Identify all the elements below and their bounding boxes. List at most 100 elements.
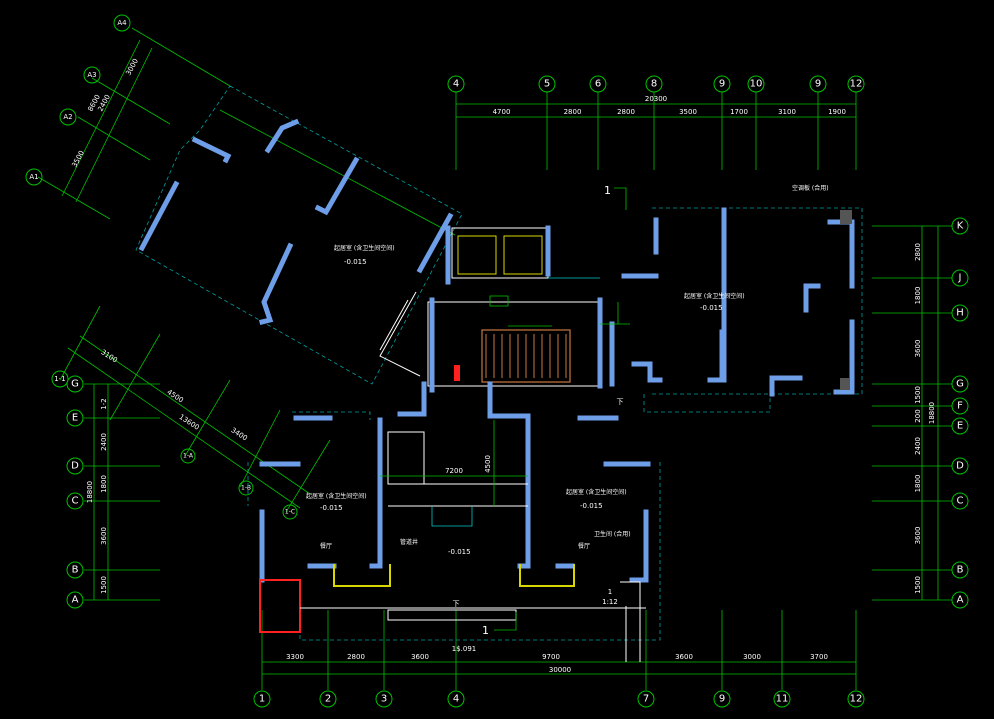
top-axis-2-circle [589,75,607,93]
diag-axis-2-label: A2 [63,113,72,121]
room-label-5: 餐厅 [320,542,332,550]
bottom-axis-5-label: 9 [719,694,725,705]
bottom-extra-label: 1$.091 [452,645,477,653]
right-dim-7: 3600 [914,527,922,545]
right-axis-0-circle [951,217,969,235]
bottom-axis-7-label: 12 [850,694,863,705]
rotated-wing [135,85,463,385]
right-dim-2: 3600 [914,340,922,358]
bottom-dim-0: 3300 [286,653,304,661]
down-label: 下 [453,600,460,608]
right-axis-0-label: K [957,221,964,232]
right-axis-3-label: G [956,379,964,390]
right-axis-2-label: H [956,308,964,319]
lower-diag-axis-1-circle [238,480,254,496]
axis-1-1-label: 1-1 [54,375,65,383]
center-dim-v: 4500 [484,455,492,473]
top-axis-5-label: 10 [750,79,763,90]
lower-diag-dim-0: 3100 [99,348,118,364]
column-block [840,210,852,224]
bottom-dim-2: 3600 [411,653,429,661]
right-dim-6: 1800 [914,475,922,493]
left-axis-4-label: B [72,565,79,576]
bottom-axis-6-circle [773,690,791,708]
left-dim-4: 1500 [100,576,108,594]
left-dim-0: 1-2 [100,398,108,409]
right-axis-5-label: E [957,421,963,432]
right-wing [600,207,863,413]
right-dim-5: 2400 [914,437,922,455]
diag-axis-0-circle [113,14,131,32]
top-dim-5: 3100 [778,108,796,116]
bottom-axis-5-circle [713,690,731,708]
lower-diag-dim-1: 4500 [165,388,184,404]
right-axis-6-circle [951,457,969,475]
bottom-axis-2-label: 3 [381,694,387,705]
diag-axis-3-label: A1 [29,173,38,181]
room-elev-4: -0.015 [580,502,603,510]
center-dims: 7200 4500 [380,420,528,506]
bottom-axis-1-label: 2 [325,694,331,705]
top-total-dim: 20300 [645,95,667,103]
bottom-axis-2-circle [375,690,393,708]
bottom-axis-7-circle [847,690,865,708]
right-axis-4-circle [951,397,969,415]
center-dim-h: 7200 [445,467,463,475]
top-axis-6-label: 9 [815,79,821,90]
right-axis-9-circle [951,591,969,609]
bottom-dim-6: 3700 [810,653,828,661]
diag-axis-0-label: A4 [117,19,127,27]
right-axis-1-label: J [958,273,962,284]
left-axis-1-circle [66,409,84,427]
top-dim-6: 1900 [828,108,846,116]
bottom-total-dim: 30000 [549,666,571,674]
axis-1-1-circle [51,370,69,388]
stair-outline [481,329,571,383]
section-marks: 1 1 1:12 1 下 下 [453,184,627,637]
right-dim-0: 2800 [914,243,922,261]
bottom-dim-5: 3000 [743,653,761,661]
left-total-dim: 18800 [86,481,94,503]
lower-diag-axis-2-circle [282,504,298,520]
right-axis-2-circle [951,304,969,322]
left-axis-4-circle [66,561,84,579]
lower-diag-axis-2-label: 1-C [285,509,295,516]
bottom-axis-0-circle [253,690,271,708]
down-label-right: 下 [617,398,624,406]
room-label-3: 起居室 (含卫生间空间) [306,492,367,500]
room-label-6: 管道井 [400,538,418,546]
room-label-1: 起居室 (含卫生间空间) [334,244,395,252]
diag-axis-3-circle [25,168,43,186]
bottom-axis-6-label: 11 [776,694,789,705]
top-axis-7-circle [847,75,865,93]
right-dim-4: 200 [914,409,922,422]
bottom-axis-0-label: 1 [259,694,265,705]
left-dim-1: 2400 [100,433,108,451]
top-dim-2: 2800 [617,108,635,116]
left-axis-3-label: C [72,496,79,507]
diag-axis-1-circle [83,66,101,84]
right-axis-7-circle [951,492,969,510]
right-dim-1: 1800 [914,287,922,305]
top-axis-5-circle [747,75,765,93]
top-axis-7-label: 12 [850,79,863,90]
red-highlight-box [259,579,301,633]
room-elev-2: -0.015 [700,304,723,312]
left-axis-1-label: E [72,413,78,424]
bottom-axis-4-label: 7 [643,694,649,705]
bottom-axis-3-label: 4 [453,694,459,705]
diag-axis-1-label: A3 [87,71,96,79]
top-axis-4-label: 9 [719,79,725,90]
section-mark-bottom: 1 [482,624,489,637]
top-axis-1-label: 5 [544,79,550,90]
room-label-9: 空调板 (合用) [792,184,829,192]
stair-marker [454,365,460,381]
room-label-8: 卫生间 (合用) [594,530,631,538]
right-axis-1-circle [951,269,969,287]
lower-diag-dim-2: 13600 [178,413,201,432]
bottom-dim-4: 3600 [675,653,693,661]
core-block [427,225,603,393]
